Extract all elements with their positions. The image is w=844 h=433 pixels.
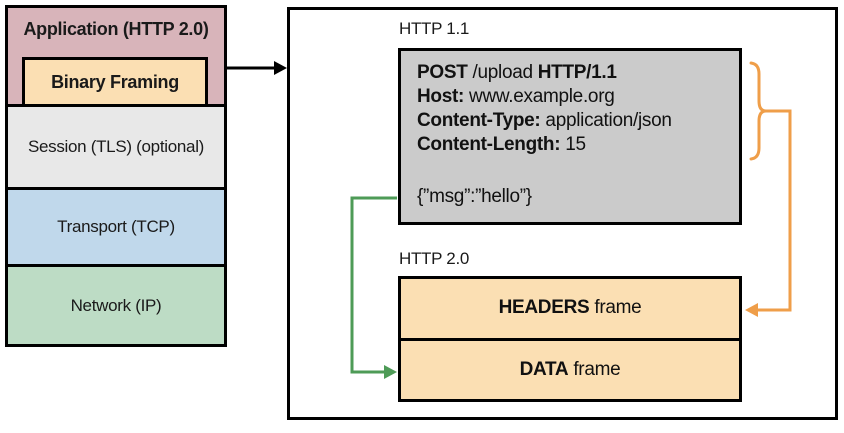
layer-network: Network (IP) [5, 264, 227, 347]
host-header-value: www.example.org [464, 86, 615, 107]
content-type-header-value: application/json [540, 110, 672, 131]
http11-request-box: POST /upload HTTP/1.1 Host: www.example.… [398, 48, 742, 225]
data-frame-suffix: frame [568, 358, 621, 380]
layer-application-label: Application (HTTP 2.0) [23, 19, 209, 39]
http2-frames-box: HEADERS frame DATA frame [398, 276, 742, 402]
http2-section-label: HTTP 2.0 [399, 249, 470, 268]
content-length-header-line: Content-Length: 15 [417, 133, 723, 157]
layer-transport-label: Transport (TCP) [57, 217, 175, 236]
content-type-header-line: Content-Type: application/json [417, 109, 723, 133]
content-type-header-name: Content-Type: [417, 110, 541, 131]
request-version: HTTP/1.1 [537, 62, 617, 83]
headers-frame-name: HEADERS [498, 297, 590, 319]
host-header-name: Host: [417, 86, 465, 107]
host-header-line: Host: www.example.org [417, 85, 723, 109]
headers-frame-suffix: frame [589, 297, 642, 319]
headers-frame-row: HEADERS frame [401, 279, 739, 341]
http11-section-label: HTTP 1.1 [399, 19, 470, 38]
data-frame-row: DATA frame [401, 341, 739, 400]
binary-framing-box: Binary Framing [22, 57, 208, 107]
layer-session: Session (TLS) (optional) [5, 104, 227, 190]
content-length-header-value: 15 [560, 134, 586, 155]
stack-arrowhead-icon [274, 61, 287, 75]
request-target: /upload [467, 62, 538, 83]
data-frame-name: DATA [519, 358, 569, 380]
request-line: POST /upload HTTP/1.1 [417, 61, 723, 85]
layer-transport: Transport (TCP) [5, 187, 227, 267]
content-length-header-name: Content-Length: [417, 134, 561, 155]
layer-session-label: Session (TLS) (optional) [27, 137, 205, 156]
binary-framing-label: Binary Framing [51, 71, 179, 92]
layer-network-label: Network (IP) [70, 295, 162, 315]
request-method: POST [417, 62, 468, 83]
request-body: {”msg”:”hello”} [417, 186, 532, 207]
